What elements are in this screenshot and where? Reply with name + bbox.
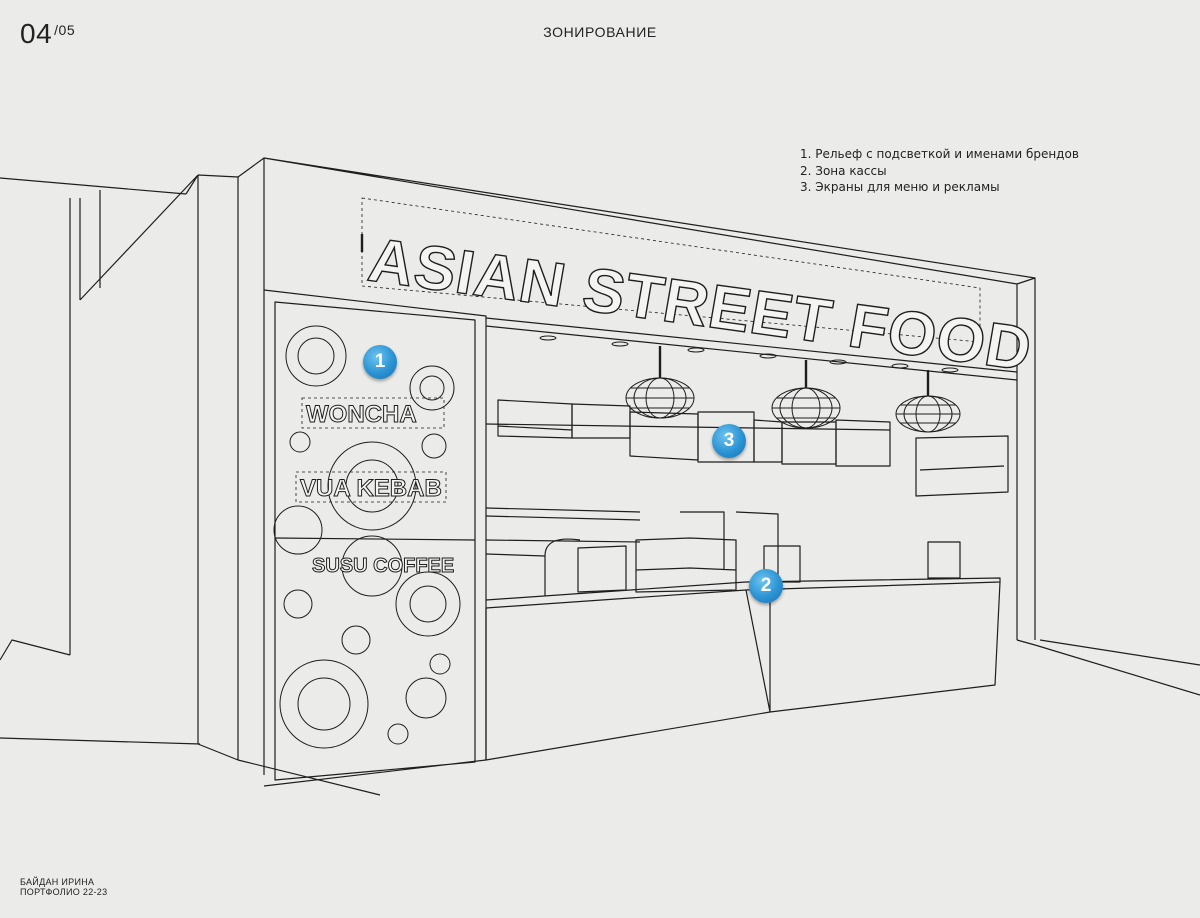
main-sign: ASIAN STREET FOOD <box>364 226 1037 385</box>
footer-portfolio: ПОРТФОЛИО 22-23 <box>20 887 108 897</box>
sign-guide <box>361 197 981 343</box>
legend: 1. Рельеф с подсветкой и именами брендов… <box>800 146 1079 196</box>
back-shelves <box>485 507 641 596</box>
door-panel <box>263 289 487 787</box>
small-box-c <box>927 541 961 579</box>
legend-item-2: 2. Зона кассы <box>800 163 887 178</box>
brand-woncha: WONCHA <box>306 401 417 428</box>
screen-1 <box>497 399 573 439</box>
lamp-2 <box>771 387 841 429</box>
footer: БАЙДАН ИРИНА ПОРТФОЛИО 22-23 <box>20 877 107 897</box>
left-wall-outline <box>0 174 199 661</box>
lamp-cable-1 <box>658 346 930 396</box>
screen-rail <box>485 423 891 431</box>
small-box-a <box>577 545 627 593</box>
door-mid-line <box>274 537 476 541</box>
door-circles <box>273 325 461 749</box>
page-title: ЗОНИРОВАНИЕ <box>543 24 657 40</box>
ceiling-spots <box>539 335 959 373</box>
legend-item-1: 1. Рельеф с подсветкой и именами брендов <box>800 147 1079 161</box>
left-pillar <box>197 174 239 761</box>
display-case <box>635 511 779 593</box>
lamp-1 <box>625 377 695 419</box>
counter-top <box>485 577 1001 609</box>
screen-8 <box>915 435 1009 497</box>
floor-line <box>0 639 1200 796</box>
brand-vua-kebab: VUA KEBAB <box>300 475 442 502</box>
marker-3: 3 <box>712 424 746 458</box>
legend-item-3: 3. Экраны для меню и рекламы <box>800 180 1000 194</box>
page-current: 04 <box>20 18 53 49</box>
woncha-guide <box>301 397 445 429</box>
marker-1: 1 <box>363 345 397 379</box>
screen-5 <box>753 419 783 463</box>
page-total: 05 <box>58 22 76 38</box>
marker-2: 2 <box>749 569 783 603</box>
lamp-3 <box>895 395 961 433</box>
footer-author: БАЙДАН ИРИНА <box>20 877 95 887</box>
screen-3 <box>629 411 699 461</box>
page-number: 04/05 <box>20 18 76 49</box>
screen-7 <box>835 419 891 467</box>
brand-susu-coffee: SUSU COFFEE <box>312 555 454 577</box>
counter-front <box>485 581 1001 761</box>
screen-2 <box>571 403 631 439</box>
vua-kebab-guide <box>295 471 447 503</box>
sign-box <box>237 157 1036 775</box>
